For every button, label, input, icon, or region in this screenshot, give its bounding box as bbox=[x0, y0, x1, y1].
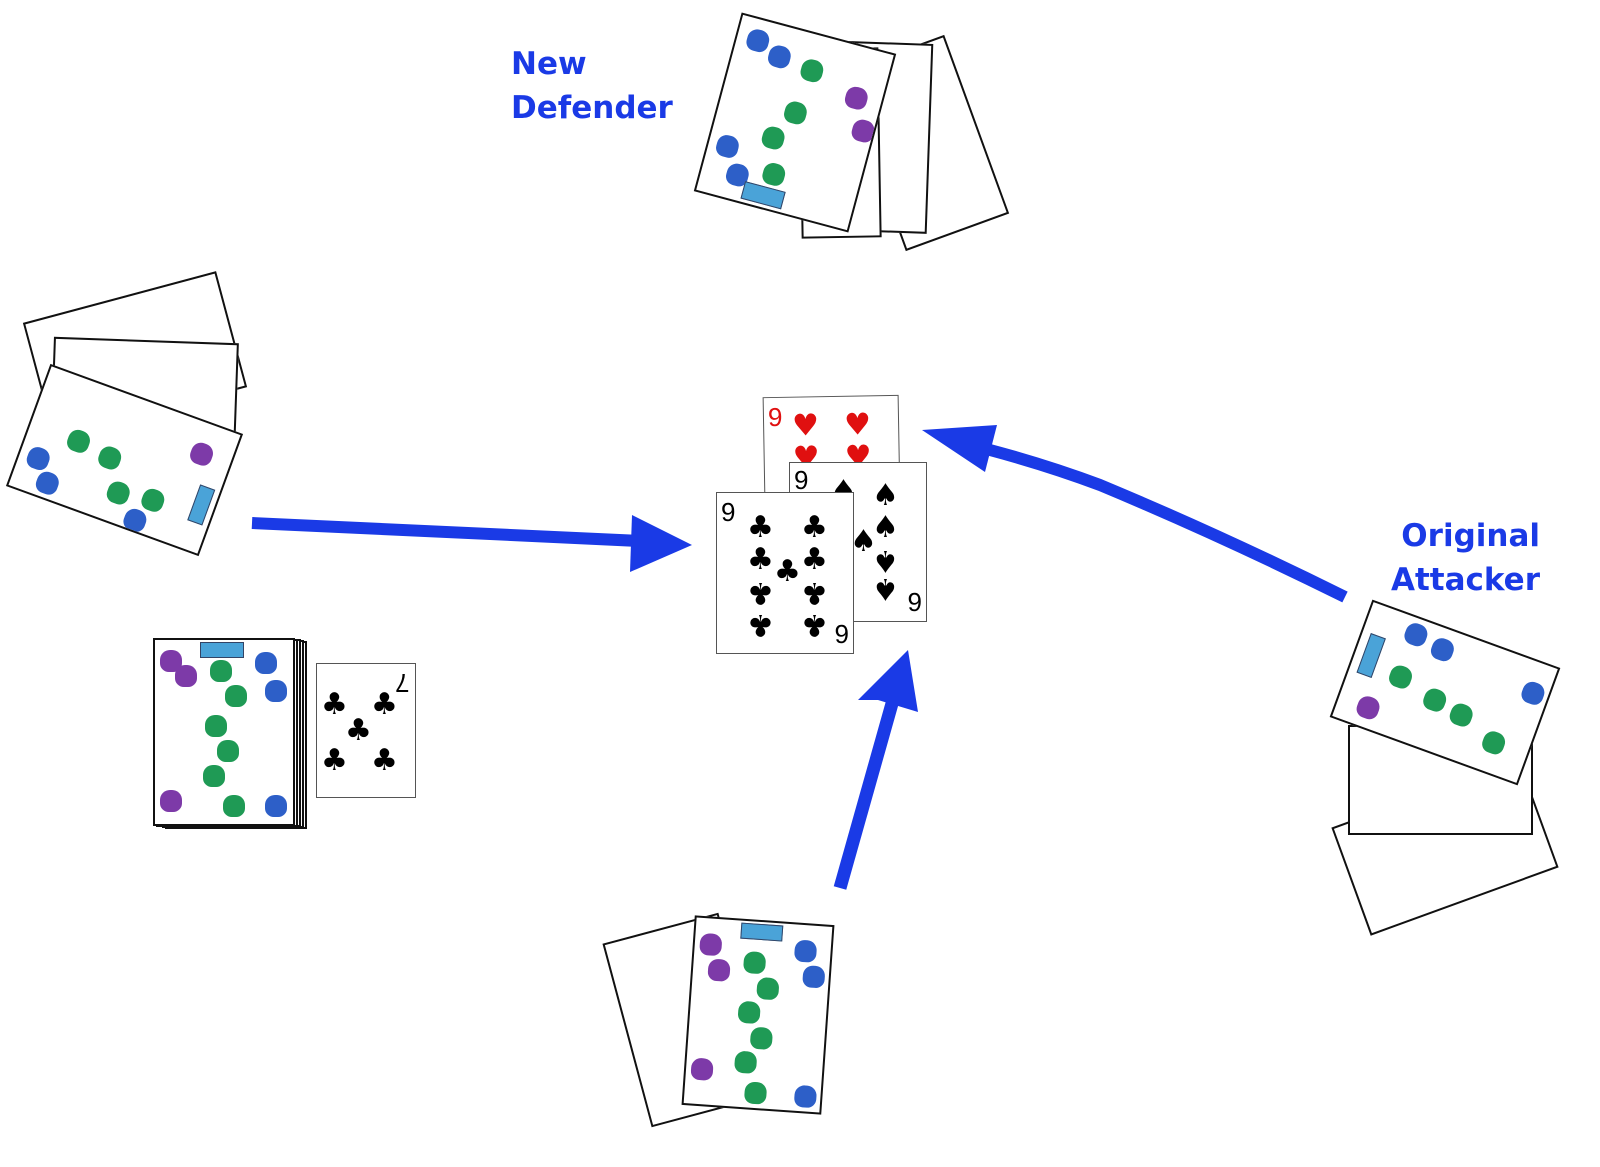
arrow-bottom-to-table bbox=[833, 650, 918, 890]
club-icon: ♣ bbox=[801, 510, 828, 545]
deck-card bbox=[153, 638, 295, 826]
label-new-defender-line1: New bbox=[511, 46, 587, 82]
label-new-defender-line2: Defender bbox=[511, 90, 673, 126]
card-rank: 9 bbox=[907, 587, 922, 617]
club-icon: ♣ bbox=[321, 687, 348, 722]
spade-icon: ♠ bbox=[850, 524, 877, 559]
spade-icon: ♠ bbox=[872, 478, 899, 513]
table-card-clubs[interactable]: 9 ♣ ♣ ♣ ♣ ♣ ♣ ♣ ♣ ♣ 9 bbox=[716, 492, 854, 654]
card-rank: 9 bbox=[721, 497, 736, 527]
club-icon: ♣ bbox=[345, 713, 372, 748]
card-rank: 9 bbox=[834, 619, 849, 649]
club-icon: ♣ bbox=[321, 743, 348, 778]
arrow-left-to-table bbox=[251, 515, 692, 572]
club-icon: ♣ bbox=[371, 687, 398, 722]
card-rank: 9 bbox=[794, 465, 809, 495]
label-original-attacker-line2: Attacker bbox=[1390, 562, 1540, 598]
spade-icon: ♠ bbox=[872, 510, 899, 545]
label-new-defender: New Defender bbox=[511, 42, 673, 130]
label-original-attacker-line1: Original bbox=[1401, 518, 1540, 554]
club-icon: ♣ bbox=[774, 554, 801, 589]
arrow-right-to-table bbox=[922, 425, 1348, 603]
club-icon: ♣ bbox=[801, 542, 828, 577]
club-icon: ♣ bbox=[371, 743, 398, 778]
trump-card[interactable]: 7 ♣ ♣ ♣ ♣ ♣ bbox=[316, 663, 416, 798]
label-original-attacker: Original Attacker bbox=[1390, 514, 1540, 602]
club-icon: ♣ bbox=[747, 542, 774, 577]
club-icon: ♣ bbox=[747, 510, 774, 545]
